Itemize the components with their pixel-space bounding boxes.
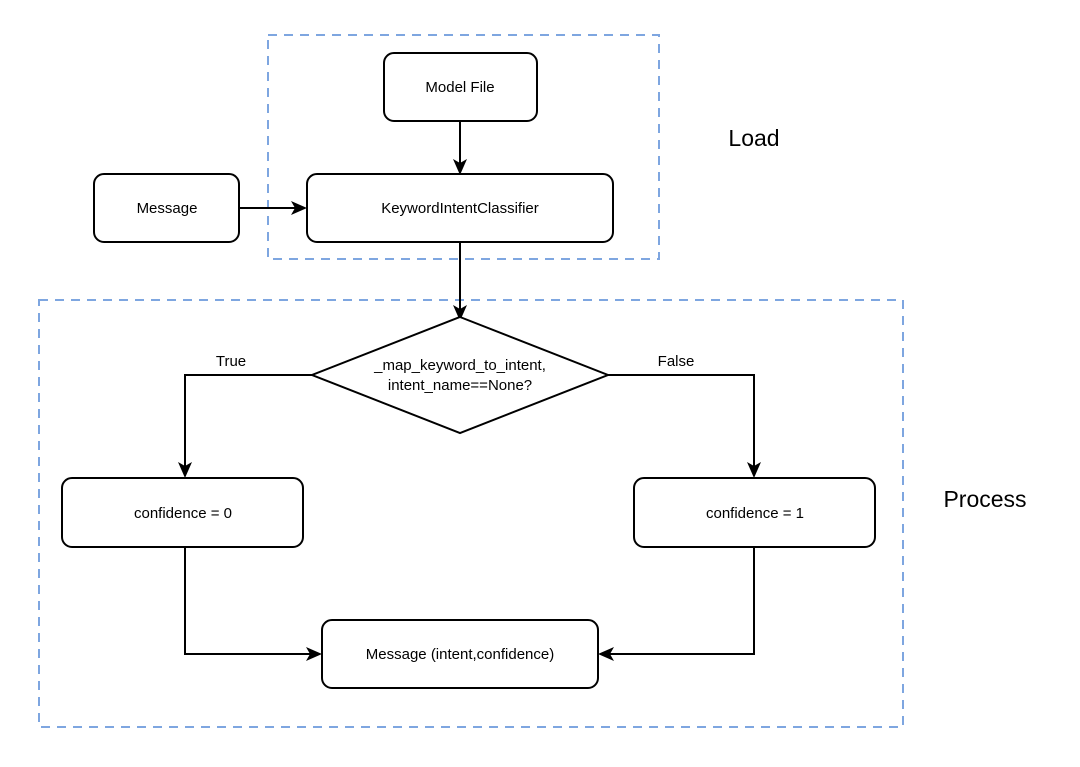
arrow-head-icon	[453, 305, 467, 321]
arrow-head-icon	[291, 201, 307, 215]
node-message-input-label: Message	[137, 200, 198, 217]
edge-classifier-to-decision	[453, 241, 467, 321]
node-message-input[interactable]: Message	[93, 173, 240, 243]
arrow-head-icon	[306, 647, 322, 661]
node-decision-shape[interactable]	[309, 315, 611, 435]
node-model-file-shape[interactable]	[383, 52, 538, 122]
edge-confidence-one-to-message-out	[598, 547, 755, 661]
group-box-load	[267, 34, 660, 260]
group-label-process: Process	[943, 486, 1026, 512]
node-keyword-intent-classifier-label: KeywordIntentClassifier	[381, 200, 539, 217]
node-confidence-one-label: confidence = 1	[706, 505, 804, 522]
node-model-file[interactable]: Model File	[383, 52, 538, 122]
edge-confidence-zero-to-message-out	[184, 547, 322, 661]
group-box-process	[38, 299, 904, 728]
arrow-head-icon	[178, 462, 192, 478]
node-keyword-intent-classifier-shape[interactable]	[306, 173, 614, 243]
edge-label-true: True	[216, 353, 246, 370]
node-keyword-intent-classifier[interactable]: KeywordIntentClassifier	[306, 173, 614, 243]
node-decision[interactable]: _map_keyword_to_intent, intent_name==Non…	[309, 315, 611, 435]
arrow-head-icon	[598, 647, 614, 661]
node-confidence-zero[interactable]: confidence = 0	[61, 477, 304, 548]
node-confidence-one-shape[interactable]	[633, 477, 876, 548]
edge-message-to-classifier	[239, 201, 307, 215]
node-confidence-zero-label: confidence = 0	[134, 505, 232, 522]
edge-decision-false-to-confidence-one	[608, 374, 761, 478]
arrow-head-icon	[453, 159, 467, 175]
edge-label-false: False	[658, 353, 695, 370]
node-decision-label-line-1: _map_keyword_to_intent,	[373, 357, 546, 374]
edge-decision-true-to-confidence-zero	[178, 374, 312, 478]
node-model-file-label: Model File	[425, 79, 494, 96]
arrow-head-icon	[747, 462, 761, 478]
node-message-output-shape[interactable]	[321, 619, 599, 689]
node-message-output-label: Message (intent,confidence)	[366, 646, 554, 663]
node-decision-label-line-2: intent_name==None?	[388, 377, 532, 394]
group-label-load: Load	[728, 125, 779, 151]
edge-model-file-to-classifier	[453, 121, 467, 175]
node-confidence-zero-shape[interactable]	[61, 477, 304, 548]
node-message-output[interactable]: Message (intent,confidence)	[321, 619, 599, 689]
node-confidence-one[interactable]: confidence = 1	[633, 477, 876, 548]
node-message-input-shape[interactable]	[93, 173, 240, 243]
